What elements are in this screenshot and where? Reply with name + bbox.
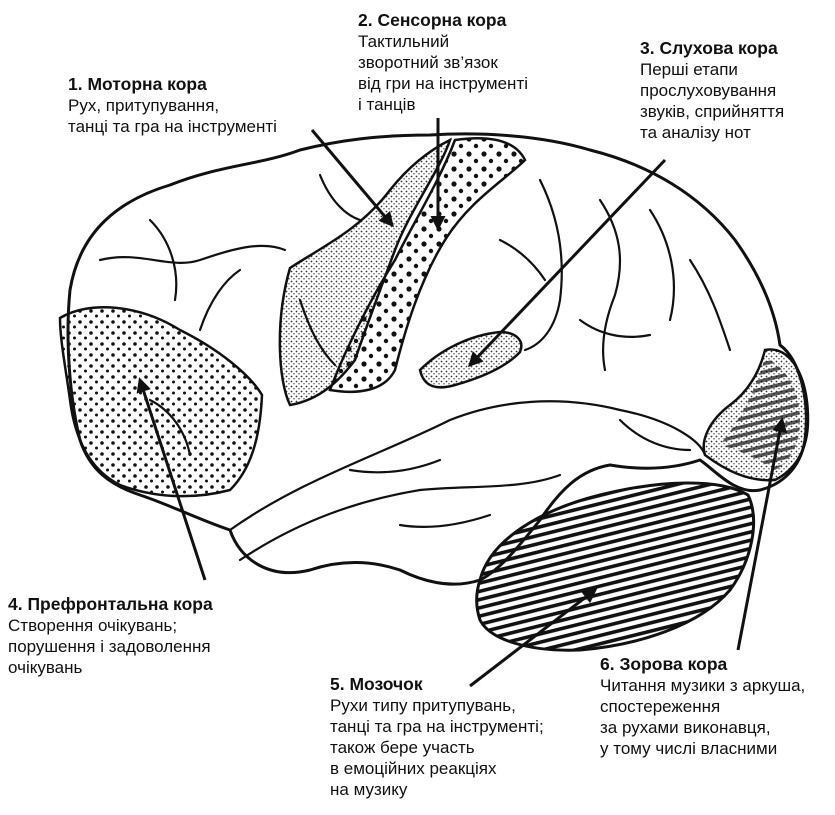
- label-title: 5. Мозочок: [330, 674, 544, 695]
- label-line: в емоційних реакціях: [330, 758, 544, 779]
- label-line: на музику: [330, 779, 544, 800]
- label-title: 4. Префронтальна кора: [8, 594, 213, 615]
- label-title: 1. Моторна кора: [68, 74, 277, 95]
- label-line: звуків, сприйняття: [640, 101, 784, 122]
- label-line: очікувань: [8, 657, 213, 678]
- label-line: Рух, притупування,: [68, 95, 277, 116]
- label-line: також бере участь: [330, 737, 544, 758]
- label-line: танці та гра на інструменті: [68, 116, 277, 137]
- label-line: за рухами виконавця,: [600, 717, 805, 738]
- label-line: зворотний зв’язок: [358, 52, 528, 73]
- label-line: прослуховування: [640, 80, 784, 101]
- label-auditory-cortex: 3. Слухова кора Перші етапи прослуховува…: [640, 38, 784, 143]
- label-line: Читання музики з аркуша,: [600, 675, 805, 696]
- label-line: Перші етапи: [640, 59, 784, 80]
- label-line: Створення очікувань;: [8, 615, 213, 636]
- label-line: та аналізу нот: [640, 122, 784, 143]
- label-line: і танців: [358, 94, 528, 115]
- label-line: Рухи типу притупувань,: [330, 695, 544, 716]
- label-line: у тому числі власними: [600, 738, 805, 759]
- label-motor-cortex: 1. Моторна кора Рух, притупування, танці…: [68, 74, 277, 137]
- label-visual-cortex: 6. Зорова кора Читання музики з аркуша, …: [600, 654, 805, 759]
- label-line: спостереження: [600, 696, 805, 717]
- label-title: 3. Слухова кора: [640, 38, 784, 59]
- label-sensory-cortex: 2. Сенсорна кора Тактильний зворотний зв…: [358, 10, 528, 115]
- label-cerebellum: 5. Мозочок Рухи типу притупувань, танці …: [330, 674, 544, 800]
- label-line: від гри на інструменті: [358, 73, 528, 94]
- label-prefrontal-cortex: 4. Префронтальна кора Створення очікуван…: [8, 594, 213, 678]
- label-title: 2. Сенсорна кора: [358, 10, 528, 31]
- label-title: 6. Зорова кора: [600, 654, 805, 675]
- label-line: порушення і задоволення: [8, 636, 213, 657]
- label-line: танці та гра на інструменті;: [330, 716, 544, 737]
- label-line: Тактильний: [358, 31, 528, 52]
